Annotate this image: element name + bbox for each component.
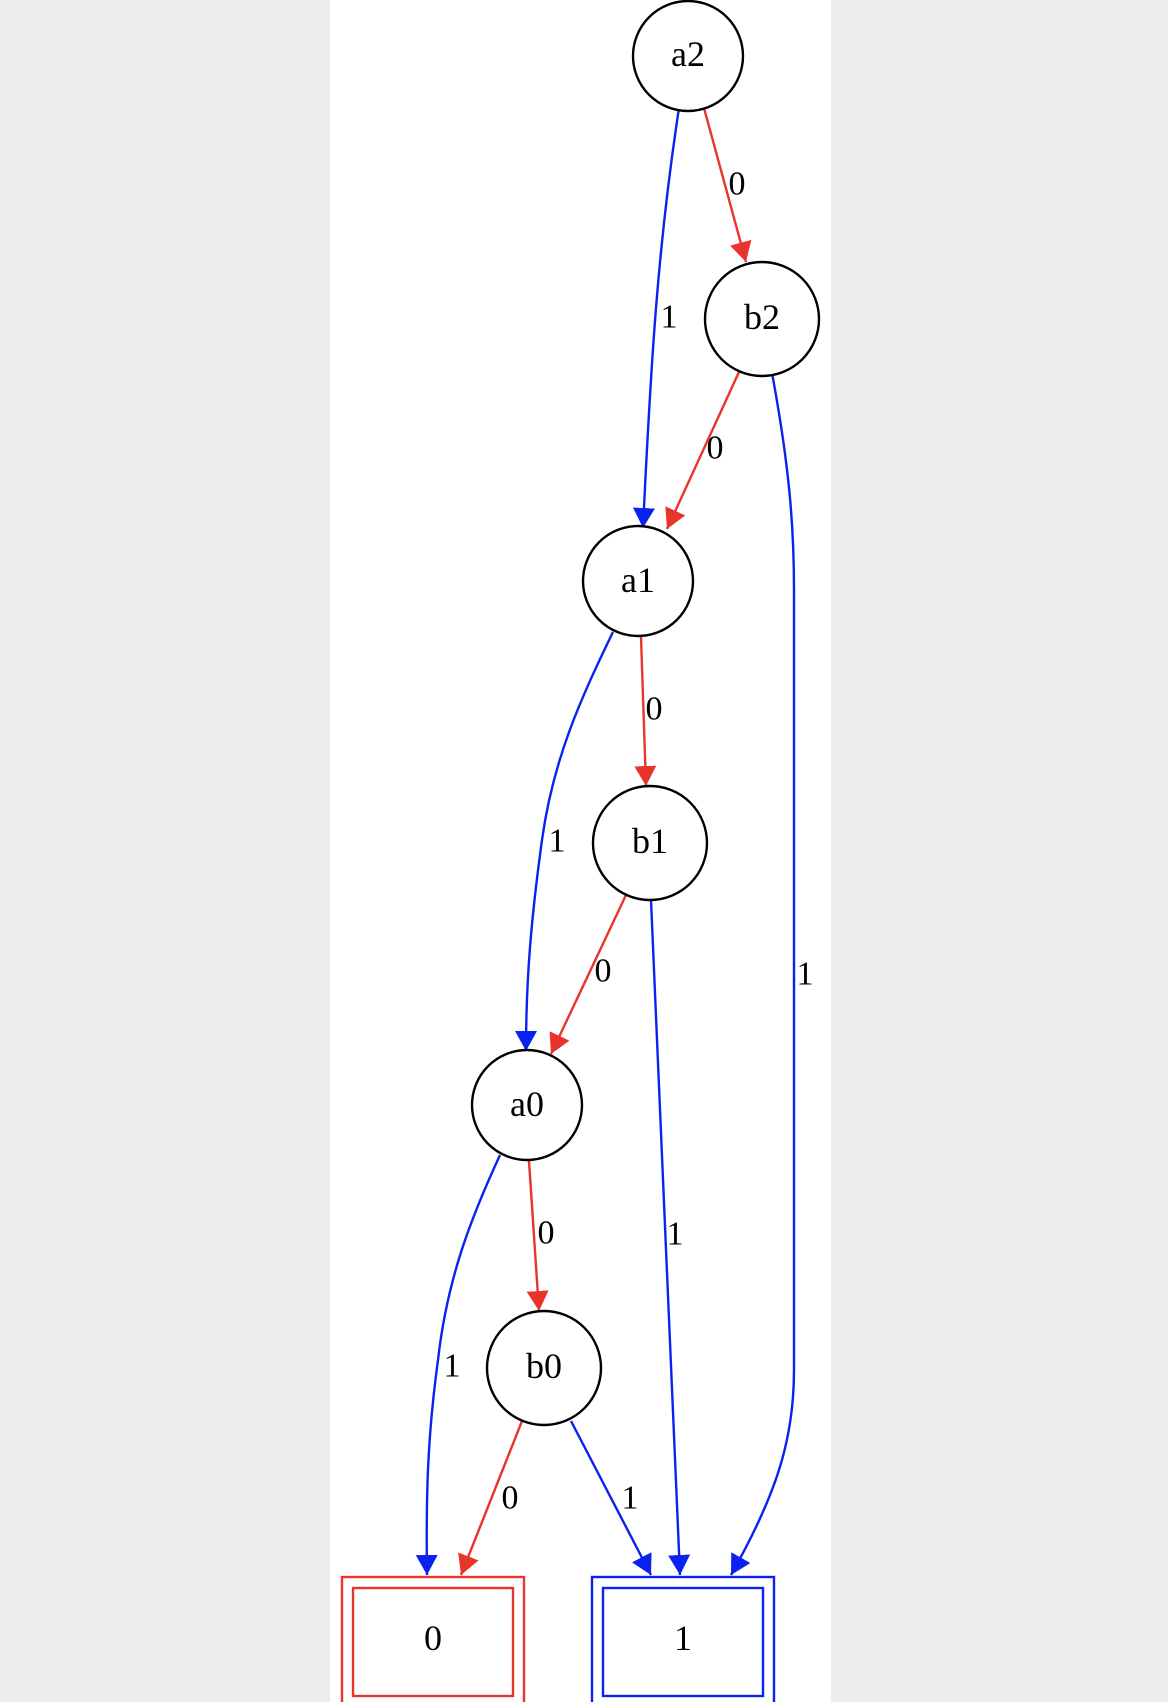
- edge-a1-b1: 0: [634, 636, 663, 787]
- edge-label-a0-zero: 1: [444, 1348, 461, 1385]
- edge-label-a0-b0: 0: [538, 1215, 555, 1252]
- edge-b2-a1: 0: [665, 371, 741, 530]
- edge-label-a2-b2: 0: [729, 166, 746, 203]
- edge-label-b2-a1: 0: [707, 430, 724, 467]
- edge-label-b0-zero: 0: [502, 1480, 519, 1517]
- edge-b2-one: 1: [729, 372, 814, 1576]
- edge-a2-a1: 1: [632, 107, 681, 529]
- node-a2[interactable]: a2: [631, 0, 745, 113]
- edge-a0-b0: 0: [526, 1160, 555, 1312]
- edge-label-b2-one: 1: [797, 956, 814, 993]
- node-label-a1: a1: [621, 560, 655, 600]
- edge-b0-one: 1: [569, 1420, 653, 1576]
- edge-a2-b2: 0: [702, 107, 752, 263]
- terminal-one[interactable]: 1: [590, 1575, 776, 1702]
- node-a0[interactable]: a0: [470, 1048, 584, 1162]
- edge-a1-a0: 1: [515, 631, 615, 1052]
- node-label-b2: b2: [744, 297, 780, 337]
- node-label-b0: b0: [526, 1346, 562, 1386]
- node-label-a0: a0: [510, 1084, 544, 1124]
- edge-b1-one: 1: [649, 899, 691, 1576]
- terminal-label-one: 1: [674, 1618, 692, 1658]
- edge-label-b1-a0: 0: [595, 953, 612, 990]
- node-b2[interactable]: b2: [703, 260, 821, 378]
- node-a1[interactable]: a1: [581, 524, 695, 638]
- terminal-zero[interactable]: 0: [340, 1575, 526, 1702]
- node-b0[interactable]: b0: [485, 1309, 603, 1427]
- node-label-b1: b1: [632, 821, 668, 861]
- edge-label-b1-one: 1: [667, 1216, 684, 1253]
- edge-b1-a0: 0: [549, 894, 628, 1055]
- edge-label-a2-a1: 1: [661, 299, 678, 336]
- edge-label-a1-b1: 0: [646, 691, 663, 728]
- node-label-a2: a2: [671, 34, 705, 74]
- edge-label-b0-one: 1: [622, 1480, 639, 1517]
- edge-b0-zero: 0: [458, 1420, 524, 1576]
- terminal-label-zero: 0: [424, 1618, 442, 1658]
- edge-label-a1-a0: 1: [549, 823, 566, 860]
- edge-a0-zero: 1: [415, 1154, 502, 1576]
- node-b1[interactable]: b1: [591, 784, 709, 902]
